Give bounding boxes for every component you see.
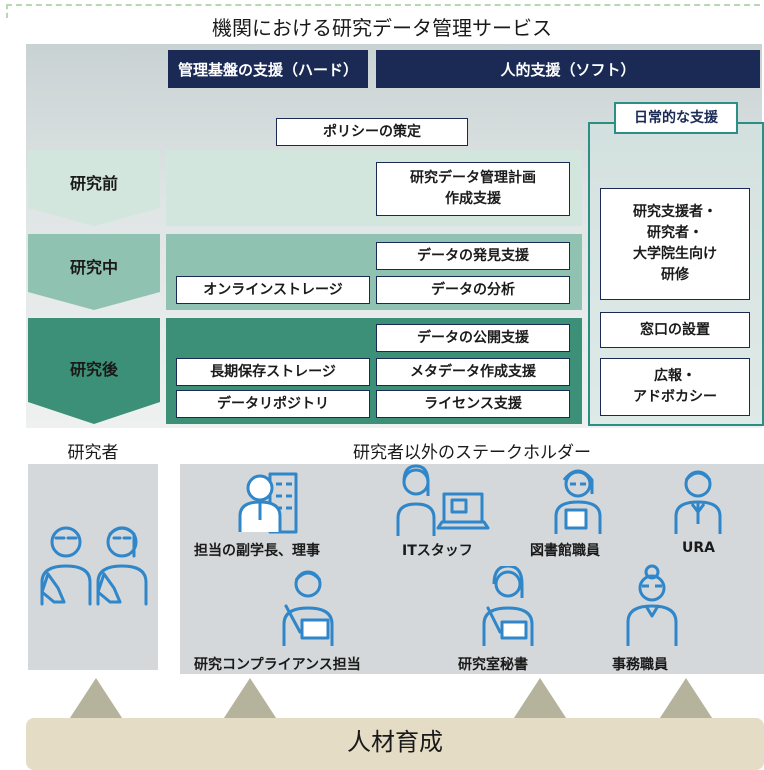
vice-president-icon: [238, 472, 298, 534]
role-vp-label: 担当の副学長、理事: [194, 543, 320, 559]
outreach-line1: 広報・: [654, 368, 696, 384]
administrative-staff-icon: [626, 564, 678, 646]
role-ura-label: URA: [682, 540, 715, 556]
stakeholder-panel: [180, 464, 764, 674]
dmp-line1: 研究データ管理計画: [410, 170, 536, 186]
role-library-label: 図書館職員: [530, 543, 600, 559]
researcher-label: 研究者: [67, 443, 119, 463]
top-dashed-border: [6, 4, 760, 6]
stage-arrows: [28, 150, 160, 424]
role-it-label: ITスタッフ: [402, 543, 473, 559]
repository-box: データリポジトリ: [176, 390, 370, 418]
it-staff-icon: [396, 464, 490, 536]
license-support-box: ライセンス支援: [376, 390, 570, 418]
role-compliance-label: 研究コンプライアンス担当: [194, 657, 361, 673]
role-admin-label: 事務職員: [612, 657, 668, 673]
training-line1: 研究支援者・: [633, 204, 717, 220]
training-box: 研究支援者・ 研究者・ 大学院生向け 研修: [600, 188, 750, 300]
arrow-after-shape: [28, 318, 160, 424]
foundation-bar: [26, 718, 764, 770]
long-term-storage-box: 長期保存ストレージ: [176, 358, 370, 386]
foundation-label: 人材育成: [347, 728, 443, 756]
publish-support-box: データの公開支援: [376, 324, 570, 352]
outreach-box: 広報・ アドボカシー: [600, 358, 750, 416]
help-desk-box: 窓口の設置: [600, 312, 750, 348]
stakeholder-label: 研究者以外のステークホルダー: [353, 443, 591, 463]
training-line3: 大学院生向け: [633, 246, 717, 262]
metadata-support-box: メタデータ作成支援: [376, 358, 570, 386]
dmp-line2: 作成支援: [445, 191, 501, 207]
online-storage-box: オンラインストレージ: [176, 276, 370, 304]
arrow-during-shape: [28, 234, 160, 310]
support-triangles: [66, 678, 716, 724]
librarian-icon: [554, 469, 602, 534]
discovery-support-box: データの発見支援: [376, 242, 570, 270]
left-dashed-border: [6, 4, 8, 18]
outreach-line2: アドボカシー: [633, 389, 717, 405]
header-daily-support: 日常的な支援: [614, 102, 738, 134]
training-line2: 研究者・: [647, 225, 703, 241]
lab-secretary-icon: [482, 566, 534, 646]
training-line4: 研修: [661, 267, 689, 283]
compliance-officer-icon: [282, 570, 334, 646]
header-soft-support: 人的支援（ソフト）: [376, 50, 760, 88]
researchers-icon: [40, 526, 148, 606]
analysis-box: データの分析: [376, 276, 570, 304]
page-title: 機関における研究データ管理サービス: [212, 16, 552, 40]
arrow-before-shape: [28, 150, 160, 226]
policy-box: ポリシーの策定: [276, 118, 468, 146]
stage-after-label: 研究後: [69, 360, 118, 379]
stage-during-label: 研究中: [69, 258, 118, 277]
role-secretary-label: 研究室秘書: [458, 657, 528, 673]
ura-icon: [674, 470, 722, 534]
header-hard-support: 管理基盤の支援（ハード）: [168, 50, 368, 88]
stage-before-label: 研究前: [69, 174, 118, 193]
dmp-support-box: 研究データ管理計画 作成支援: [376, 162, 570, 216]
